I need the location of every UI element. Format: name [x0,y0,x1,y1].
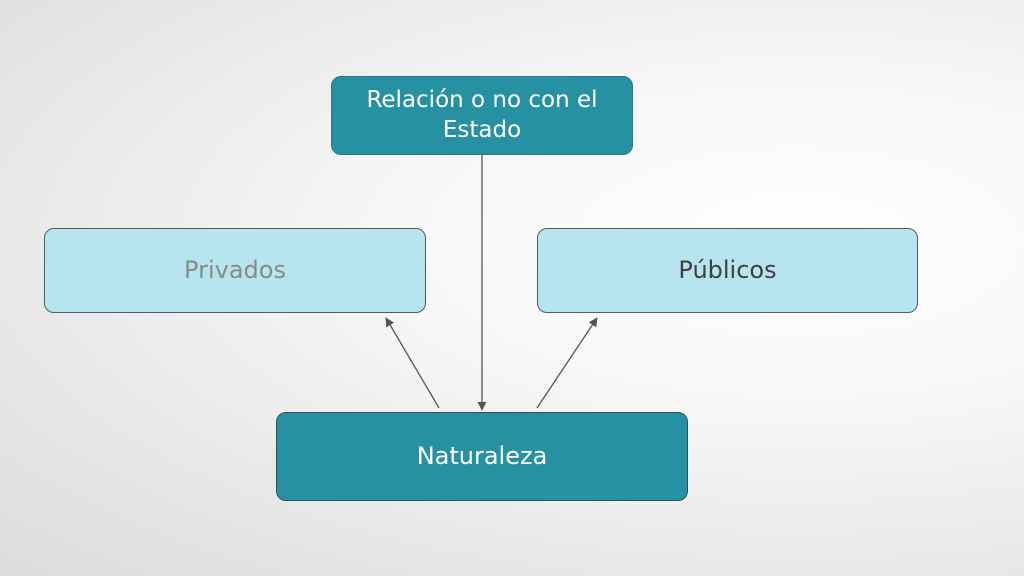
node-publicos-label: Públicos [678,255,777,284]
node-publicos: Públicos [537,228,918,313]
node-naturaleza: Naturaleza [276,412,688,501]
edge-naturaleza-to-privados [385,317,440,409]
node-relacion-estado: Relación o no con el Estado [331,76,633,155]
node-relacion-estado-label: Relación o no con el Estado [366,86,598,143]
node-privados-label: Privados [184,255,286,284]
node-privados: Privados [44,228,426,313]
edge-naturaleza-to-publicos [536,317,598,409]
node-naturaleza-label: Naturaleza [416,441,548,470]
